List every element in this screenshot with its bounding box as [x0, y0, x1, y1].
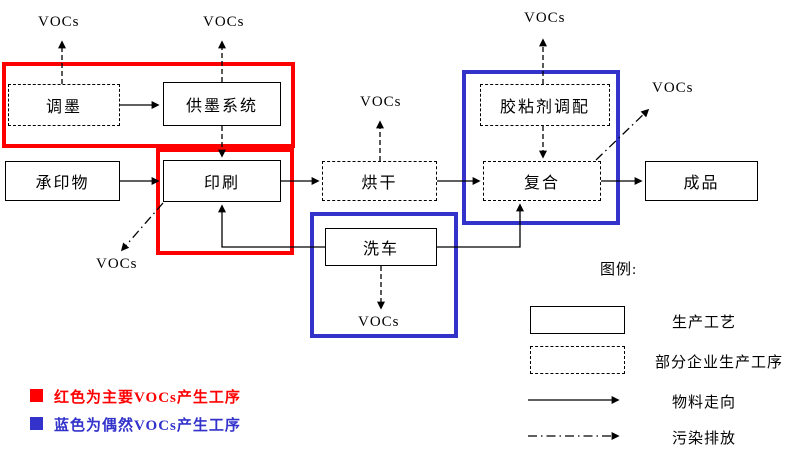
arrow-washing-to-printing [218, 204, 325, 248]
node-adhesive-prep: 胶粘剂调配 [480, 84, 610, 126]
vocs-label-drying: VOCs [360, 94, 402, 110]
highlight-blue-laminating-section [462, 70, 620, 225]
highlight-blue-washing-section [310, 212, 458, 338]
legend-label-material-flow: 物料走向 [672, 395, 737, 411]
highlight-red-ink-section [2, 62, 295, 148]
blue-note-text: 蓝色为偶然VOCs产生工序 [54, 418, 241, 434]
legend-label-partial-enterprise: 部分企业生产工序 [655, 355, 784, 371]
node-laminating: 复合 [483, 161, 601, 201]
node-drying: 烘干 [322, 161, 437, 201]
vocs-label-ink-mixing: VOCs [38, 14, 80, 30]
node-ink-mixing: 调墨 [8, 84, 120, 126]
vocs-label-washing: VOCs [358, 314, 400, 330]
legend-dashed-box-symbol [530, 346, 625, 374]
arrow-vocs-emission-from-printing [120, 202, 164, 252]
node-ink-supply: 供墨系统 [163, 82, 281, 126]
vocs-label-printing: VOCs [96, 256, 138, 272]
legend-label-production-process: 生产工艺 [672, 315, 737, 331]
legend-label-pollution-emission: 污染排放 [672, 431, 737, 447]
vocs-label-ink-supply: VOCs [203, 14, 245, 30]
arrow-washing-to-laminating [437, 203, 524, 248]
blue-note-swatch [30, 417, 43, 430]
node-substrate: 承印物 [5, 161, 120, 201]
legend-title: 图例: [600, 262, 638, 278]
node-finished-product: 成品 [645, 161, 758, 201]
vocs-label-laminating: VOCs [652, 80, 694, 96]
arrow-vocs-emission-from-laminating [595, 108, 650, 161]
red-note-swatch [30, 389, 43, 402]
red-note-text: 红色为主要VOCs产生工序 [54, 390, 241, 406]
node-printing: 印刷 [163, 160, 281, 202]
vocs-label-adhesive: VOCs [524, 10, 566, 26]
node-washing: 洗车 [325, 228, 437, 266]
legend-solid-box-symbol [530, 306, 625, 334]
